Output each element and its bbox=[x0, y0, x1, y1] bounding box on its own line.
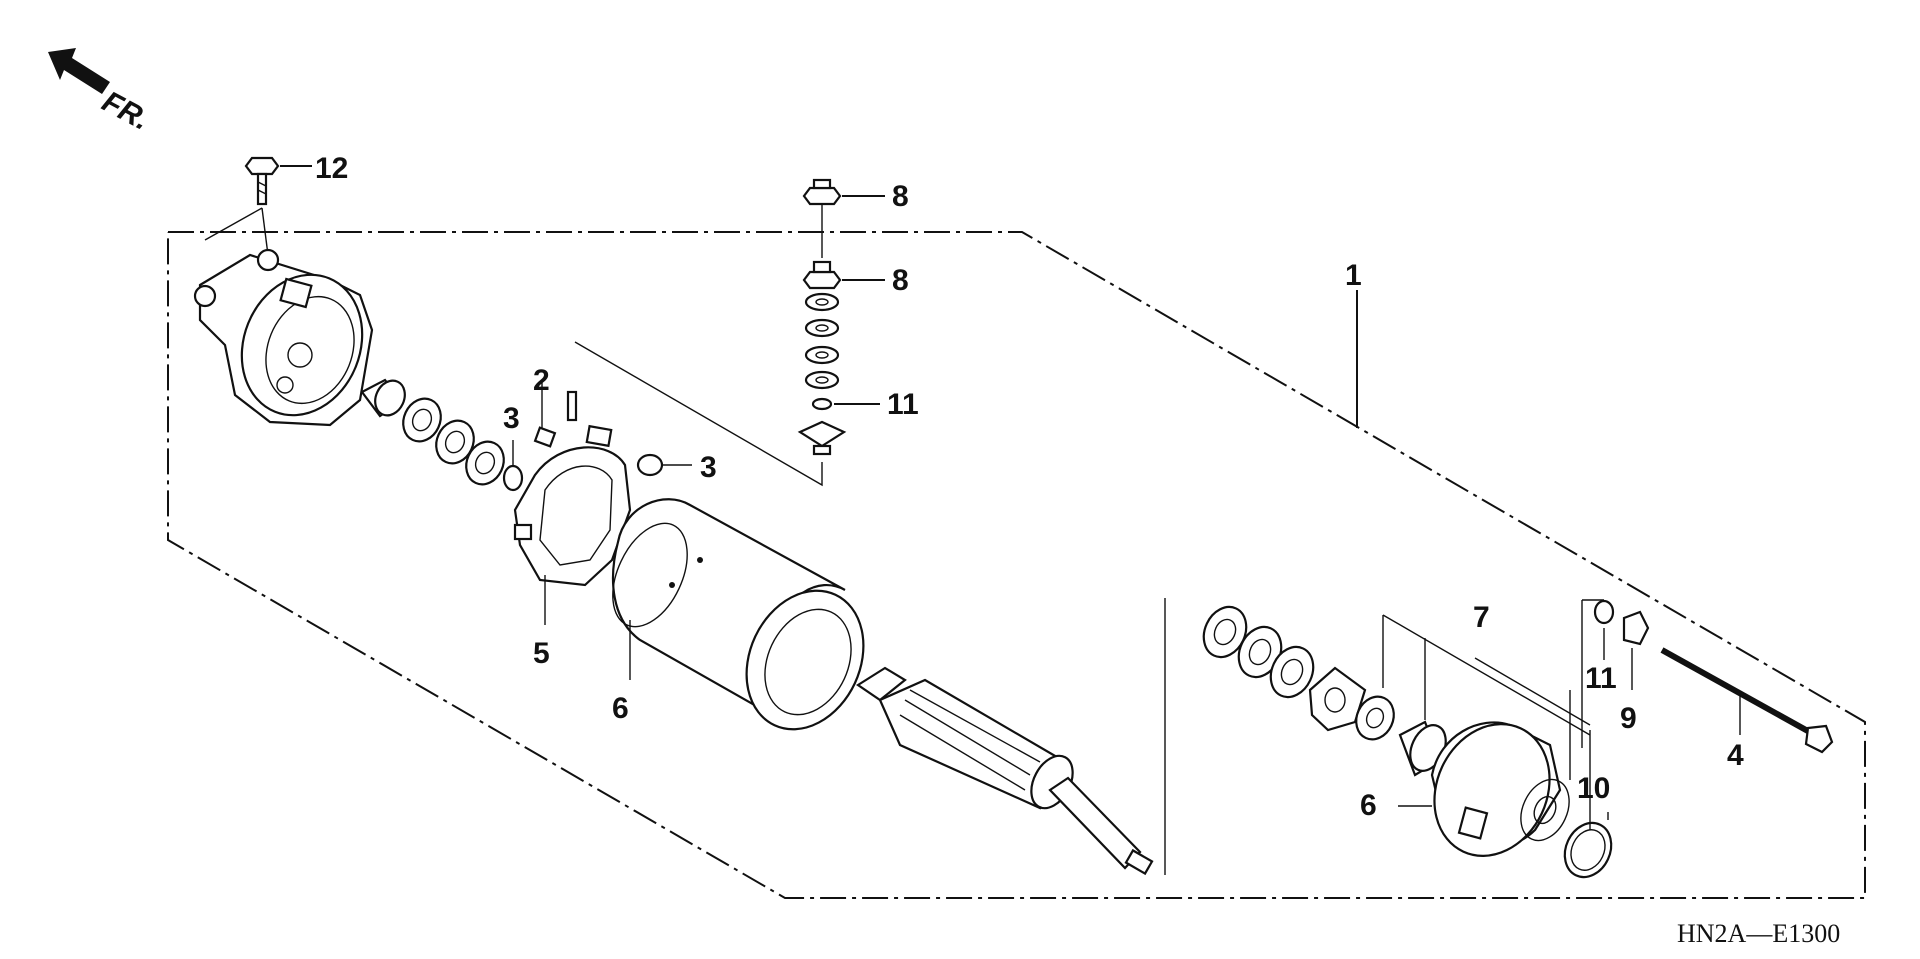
through-bolt-4 bbox=[1660, 647, 1834, 754]
callout-11-top: 11 bbox=[887, 388, 919, 421]
rear-cover bbox=[193, 248, 374, 427]
washer-stack-front bbox=[1202, 605, 1315, 699]
o-ring-11-top bbox=[811, 397, 880, 411]
callout-3-right: 3 bbox=[700, 451, 717, 484]
callout-6-right: 6 bbox=[1360, 789, 1377, 822]
callout-8-top: 8 bbox=[892, 180, 909, 213]
callout-11-right: 11 bbox=[1585, 662, 1617, 695]
callout-5: 5 bbox=[533, 637, 550, 670]
callout-2: 2 bbox=[533, 364, 550, 397]
leader-lines bbox=[1382, 599, 1633, 830]
callout-8-mid: 8 bbox=[892, 264, 909, 297]
brush-3-right bbox=[636, 453, 692, 477]
callout-12: 12 bbox=[315, 152, 348, 185]
bearing bbox=[1355, 695, 1395, 741]
leader-12-a bbox=[204, 207, 263, 241]
leader-12-b bbox=[261, 207, 269, 256]
brush-holder-plate bbox=[513, 424, 632, 625]
callout-4: 4 bbox=[1727, 739, 1744, 772]
assembly-boundary bbox=[167, 231, 1866, 899]
nut-8-mid bbox=[802, 260, 885, 290]
callout-7: 7 bbox=[1473, 601, 1490, 634]
callout-9: 9 bbox=[1620, 702, 1637, 735]
yoke-housing bbox=[612, 498, 865, 731]
terminal-insulator bbox=[797, 420, 847, 456]
callout-6-left: 6 bbox=[612, 692, 629, 725]
bolt-12 bbox=[244, 156, 312, 206]
o-ring-front bbox=[1563, 821, 1613, 879]
nut-9 bbox=[1622, 610, 1650, 646]
lock-plate bbox=[1308, 666, 1367, 732]
o-ring-11-right bbox=[1593, 599, 1615, 625]
front-direction-arrow-icon: FR. bbox=[48, 48, 155, 137]
bushing bbox=[360, 378, 406, 418]
front-cover bbox=[1430, 721, 1570, 857]
diagram-code: HN2A—E1300 bbox=[1677, 919, 1840, 948]
brush-3-left bbox=[502, 440, 524, 492]
washer-stack-rear bbox=[402, 397, 505, 486]
callout-3-left: 3 bbox=[503, 402, 520, 435]
callout-10: 10 bbox=[1577, 772, 1610, 805]
terminal-2 bbox=[533, 380, 578, 448]
direction-label: FR. bbox=[97, 85, 155, 137]
leader-brush-terminal bbox=[574, 341, 823, 487]
nut-8-top bbox=[802, 178, 885, 206]
armature bbox=[855, 666, 1154, 876]
washer-stack-terminal bbox=[804, 292, 840, 390]
callout-1: 1 bbox=[1345, 259, 1362, 292]
